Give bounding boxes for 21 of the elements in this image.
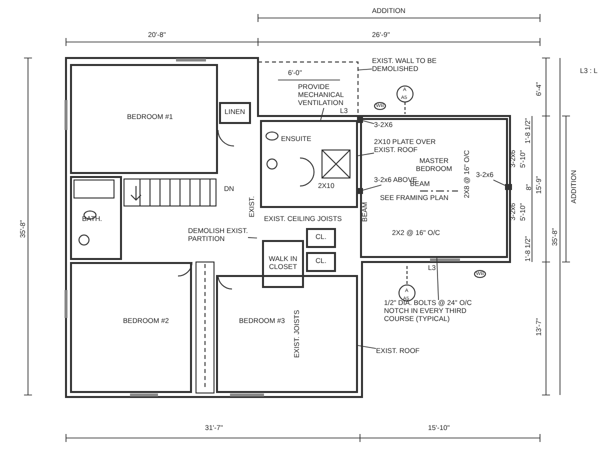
- leader-line: [493, 180, 506, 186]
- room: [70, 176, 122, 260]
- room: [306, 228, 336, 248]
- leader-line: [436, 258, 439, 300]
- leader-line: [320, 108, 324, 120]
- room: [262, 240, 304, 288]
- column-post: [357, 117, 363, 123]
- room: [70, 64, 218, 174]
- leader-line: [248, 237, 258, 238]
- room: [260, 120, 358, 208]
- room: [70, 262, 192, 393]
- leader-line: [358, 68, 372, 70]
- leader-line: [362, 184, 382, 191]
- leader-line: [358, 345, 376, 349]
- leader-line: [358, 152, 374, 156]
- room: [219, 102, 251, 124]
- room: [306, 252, 336, 272]
- column-post: [357, 188, 363, 194]
- room: [360, 118, 508, 258]
- leader-line: [362, 120, 374, 124]
- room: [216, 275, 358, 393]
